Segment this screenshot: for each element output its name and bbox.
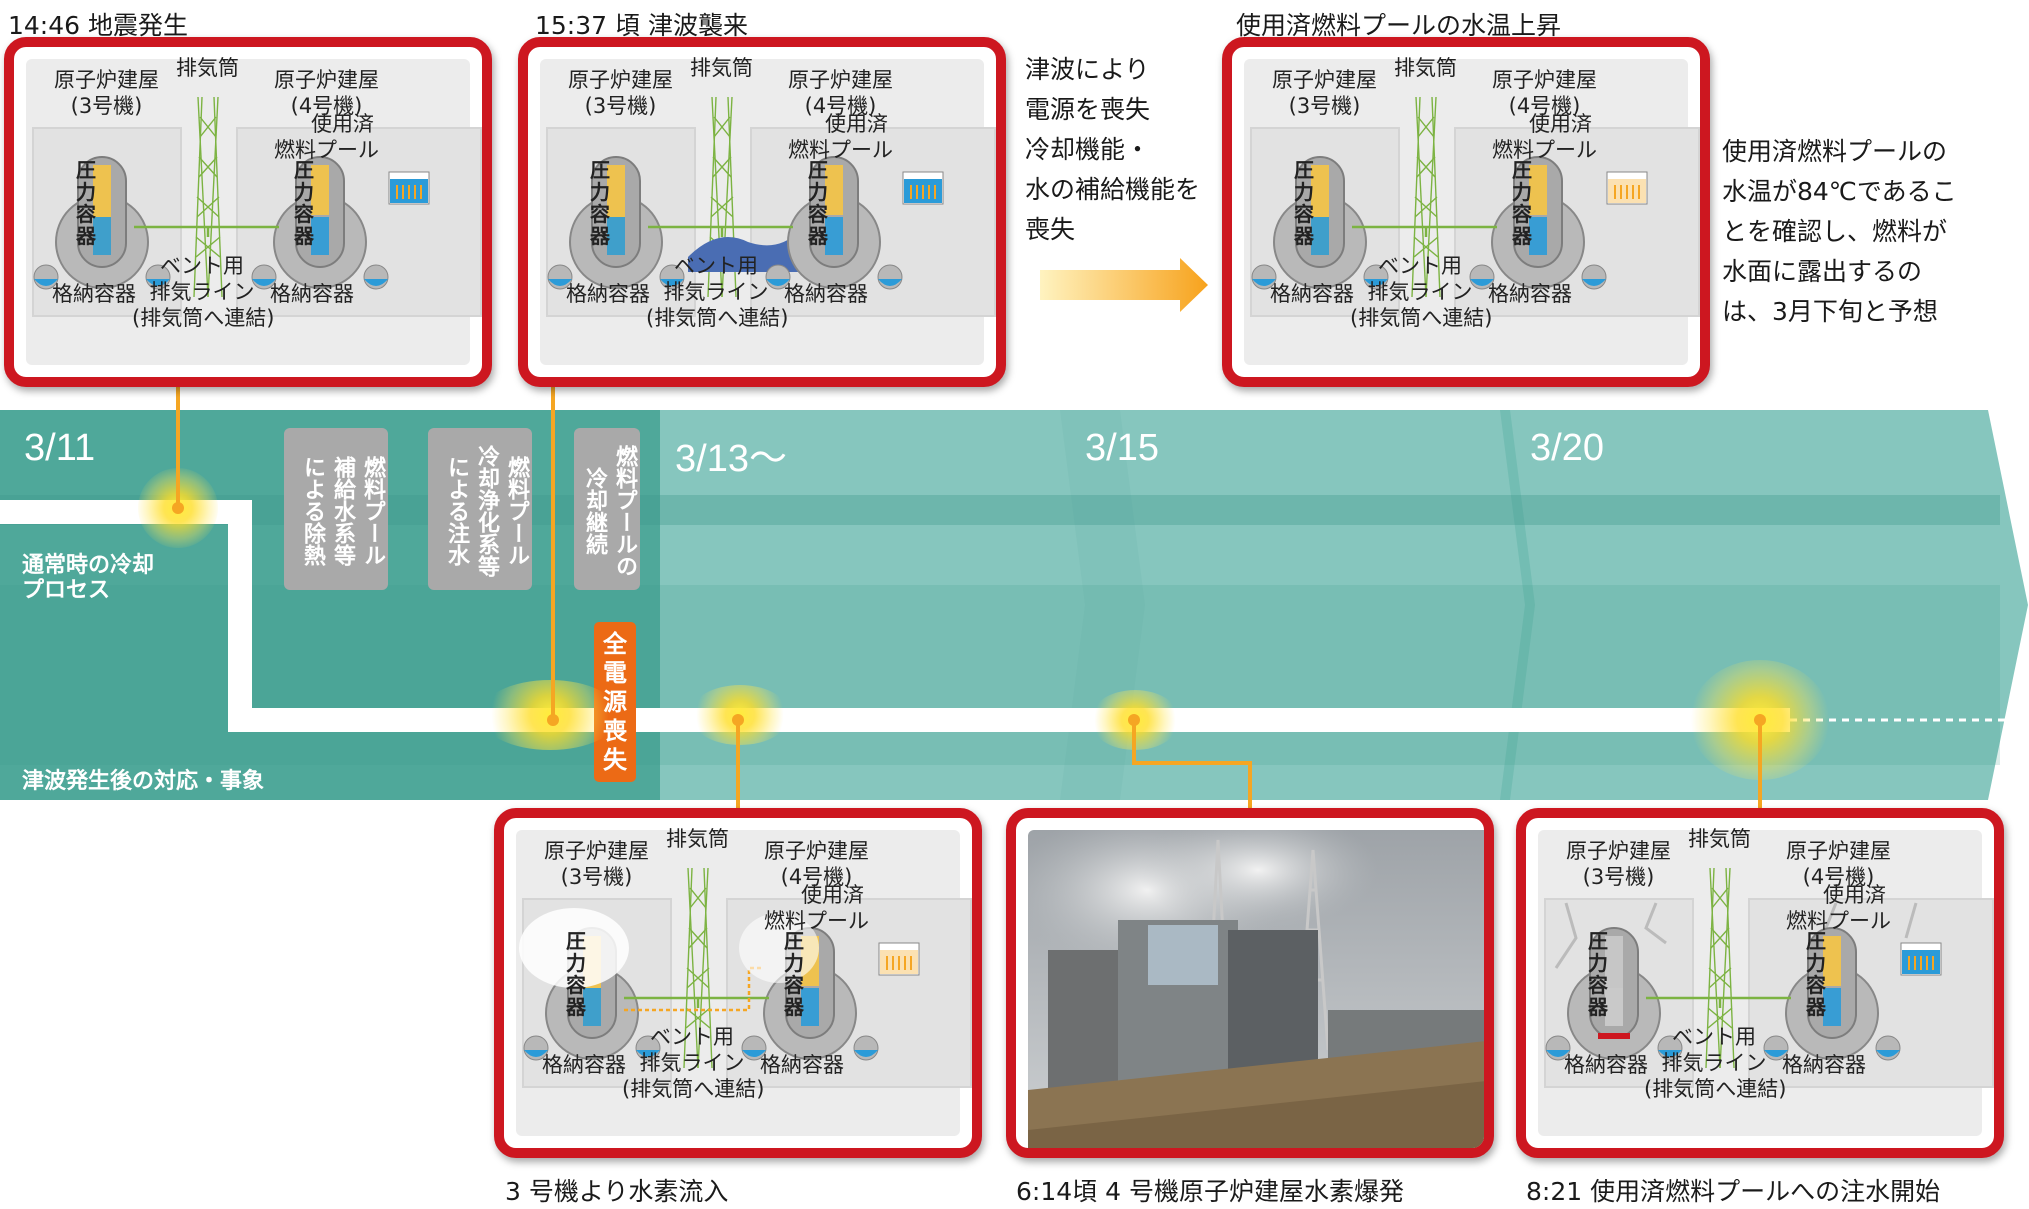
pressure-vessel-3-label: 圧力容器 <box>1294 158 1314 248</box>
cooling-method-makeup <box>284 428 388 590</box>
pressure-vessel-4-label: 圧力容器 <box>1512 158 1532 248</box>
containment-4-label: 格納容器 <box>784 282 868 306</box>
caption-explosion: 6:14頃 4 号機原子炉建屋水素爆発 <box>1016 1177 1404 1206</box>
panel-injection: 原子炉建屋(3号機) 排気筒 原子炉建屋(4号機) 使用済燃料プール 圧力容器 … <box>1516 808 2004 1158</box>
spent-fuel-pool-label: 使用済燃料プール <box>788 112 893 162</box>
cooling-method-text-column: 燃料プールの <box>612 445 637 577</box>
caption-quake: 14:46 地震発生 <box>8 11 188 40</box>
panel-earthquake: 原子炉建屋(3号機) 排気筒 原子炉建屋(4号機) 使用済燃料プール 圧力容器 … <box>4 37 492 387</box>
containment-4-label: 格納容器 <box>1488 282 1572 306</box>
cooling-method-purification <box>428 428 532 590</box>
note-pool-outlook: 使用済燃料プールの水温が84℃であるこ とを確認し、燃料が水面に露出するの は、… <box>1722 137 1957 326</box>
containment-4-label: 格納容器 <box>1782 1053 1866 1077</box>
cooling-method-continue <box>574 428 640 590</box>
cooling-method-text-column: による注水 <box>444 456 469 566</box>
spent-fuel-pool-label: 使用済燃料プール <box>764 883 869 933</box>
containment-3-label: 格納容器 <box>1270 282 1354 306</box>
building-4-label: 原子炉建屋(4号機) <box>764 839 869 889</box>
panel-explosion-photo <box>1006 808 1494 1158</box>
reactor-diagram <box>1544 867 1994 1088</box>
stack-label: 排気筒 <box>690 56 753 80</box>
progress-arrow <box>1040 258 1208 312</box>
pressure-vessel-4-label: 圧力容器 <box>808 158 828 248</box>
building-3-label: 原子炉建屋(3号機) <box>544 839 649 889</box>
caption-pool-temp: 使用済燃料プールの水温上昇 <box>1236 11 1562 40</box>
stack-label: 排気筒 <box>1688 827 1751 851</box>
building-3-label: 原子炉建屋(3号機) <box>1566 839 1671 889</box>
pressure-vessel-3-label: 圧力容器 <box>1588 929 1608 1019</box>
vent-line-label: ベント用排気ライン(排気筒へ連結) <box>132 254 275 330</box>
pressure-vessel-4-label: 圧力容器 <box>784 929 804 1019</box>
building-3-label: 原子炉建屋(3号機) <box>54 68 159 118</box>
vent-line-label: ベント用排気ライン(排気筒へ連結) <box>622 1025 765 1101</box>
stack-label: 排気筒 <box>1394 56 1457 80</box>
pressure-vessel-4-label: 圧力容器 <box>1806 929 1826 1019</box>
spent-fuel-pool-label: 使用済燃料プール <box>1492 112 1597 162</box>
pressure-vessel-3-label: 圧力容器 <box>590 158 610 248</box>
note-tsunami-effects: 津波により電源を喪失 冷却機能・水の補給機能を 喪失 <box>1025 55 1201 244</box>
containment-4-label: 格納容器 <box>270 282 354 306</box>
cooling-method-text-column: による除熱 <box>300 456 325 566</box>
cooling-method-text-column: 冷却継続 <box>582 467 607 555</box>
building-4-label: 原子炉建屋(4号機) <box>1492 68 1597 118</box>
cooling-method-text-column: 燃料プール <box>360 456 385 566</box>
containment-3-label: 格納容器 <box>542 1053 626 1077</box>
after-tsunami-label: 津波発生後の対応・事象 <box>22 769 265 794</box>
reactor-diagram <box>32 96 482 317</box>
spent-fuel-pool-label: 使用済燃料プール <box>1786 883 1891 933</box>
containment-3-label: 格納容器 <box>566 282 650 306</box>
panel-pool-temp: 原子炉建屋(3号機) 排気筒 原子炉建屋(4号機) 使用済燃料プール 圧力容器 … <box>1222 37 1710 387</box>
cooling-method-text-column: 冷却浄化系等 <box>474 445 499 577</box>
date-3-15: 3/15 <box>1085 427 1159 469</box>
date-3-13: 3/13〜 <box>675 438 787 480</box>
caption-tsunami: 15:37 頃 津波襲来 <box>535 11 748 40</box>
reactor-diagram <box>546 96 996 317</box>
containment-3 <box>1251 156 1389 290</box>
containment-4 <box>251 156 389 290</box>
building-4-label: 原子炉建屋(4号機) <box>274 68 379 118</box>
date-3-11: 3/11 <box>24 427 96 469</box>
normal-process-label: 通常時の冷却プロセス <box>22 553 155 603</box>
caption-injection: 8:21 使用済燃料プールへの注水開始 <box>1526 1177 1941 1206</box>
building-3-label: 原子炉建屋(3号機) <box>1272 68 1377 118</box>
panel-hydrogen: 原子炉建屋(3号機) 排気筒 原子炉建屋(4号機) 使用済燃料プール 圧力容器 … <box>494 808 982 1158</box>
stack-label: 排気筒 <box>666 827 729 851</box>
cooling-method-text-column: 燃料プール <box>504 456 529 566</box>
pressure-vessel-3-label: 圧力容器 <box>566 929 586 1019</box>
panel-tsunami: 原子炉建屋(3号機) 排気筒 原子炉建屋(4号機) 使用済燃料プール 圧力容器 … <box>518 37 1006 387</box>
vent-line-label: ベント用排気ライン(排気筒へ連結) <box>646 254 789 330</box>
spent-fuel-pool-label: 使用済燃料プール <box>274 112 379 162</box>
pressure-vessel-3-label: 圧力容器 <box>76 158 96 248</box>
building-3-label: 原子炉建屋(3号機) <box>568 68 673 118</box>
reactor-diagram <box>519 867 972 1088</box>
building-4-label: 原子炉建屋(4号機) <box>1786 839 1891 889</box>
containment-4-label: 格納容器 <box>760 1053 844 1077</box>
cooling-method-text-column: 補給水系等 <box>330 456 355 566</box>
stack-label: 排気筒 <box>176 56 239 80</box>
containment-3-label: 格納容器 <box>52 282 136 306</box>
building-4-label: 原子炉建屋(4号機) <box>788 68 893 118</box>
timeline-band <box>0 410 2028 800</box>
explosion-photo <box>1028 830 1484 1148</box>
caption-hydrogen: 3 号機より水素流入 <box>505 1177 729 1206</box>
vent-line-label: ベント用排気ライン(排気筒へ連結) <box>1350 254 1493 330</box>
date-3-20: 3/20 <box>1530 427 1604 469</box>
containment-3-label: 格納容器 <box>1564 1053 1648 1077</box>
pressure-vessel-4-label: 圧力容器 <box>294 158 314 248</box>
reactor-diagram <box>1250 96 1700 317</box>
vent-line-label: ベント用排気ライン(排気筒へ連結) <box>1644 1025 1787 1101</box>
